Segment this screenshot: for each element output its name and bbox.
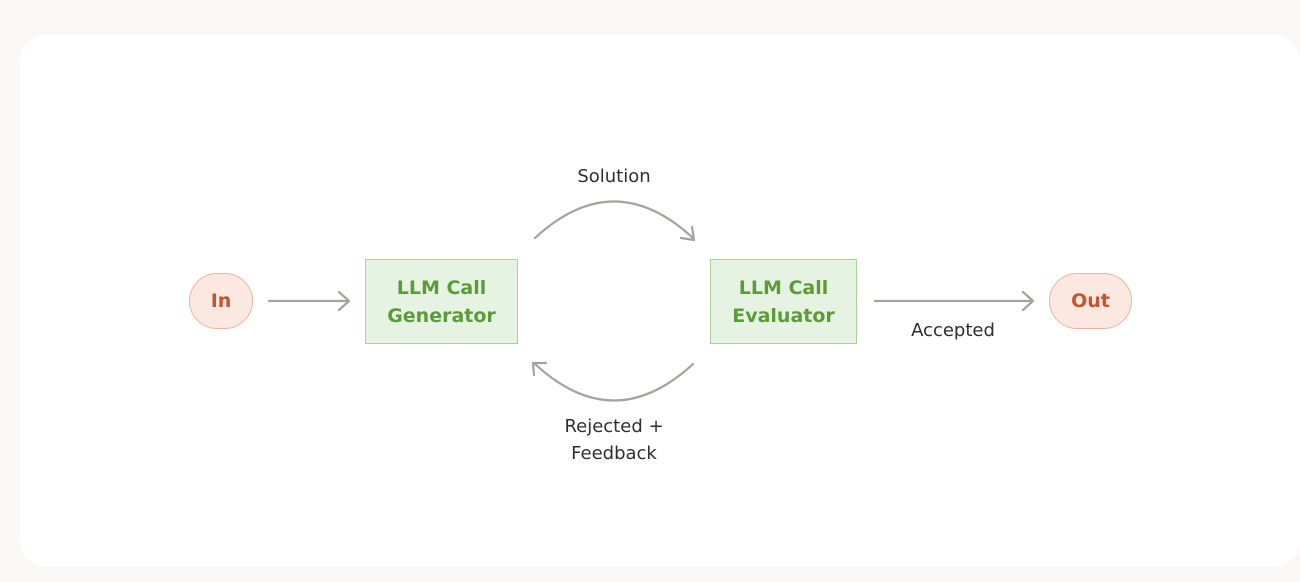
accepted-label: Accepted bbox=[883, 317, 1023, 344]
arrow-rejected-feedback bbox=[531, 361, 695, 402]
solution-label: Solution bbox=[544, 163, 684, 190]
arrow-solution bbox=[533, 200, 696, 242]
rejected-feedback-label: Rejected + Feedback bbox=[524, 413, 704, 467]
evaluator-title: LLM Call bbox=[738, 276, 829, 299]
generator-role: Generator bbox=[387, 304, 496, 327]
generator-node: LLM Call Generator bbox=[365, 259, 518, 344]
output-node-label: Out bbox=[1071, 290, 1110, 312]
rejected-label-line1: Rejected + bbox=[564, 416, 664, 437]
generator-title: LLM Call bbox=[396, 276, 487, 299]
accepted-label-text: Accepted bbox=[911, 320, 995, 341]
input-node: In bbox=[189, 273, 253, 329]
evaluator-node: LLM Call Evaluator bbox=[710, 259, 857, 344]
solution-label-text: Solution bbox=[577, 166, 651, 187]
evaluator-role: Evaluator bbox=[732, 304, 835, 327]
input-node-label: In bbox=[210, 290, 232, 312]
arrow-evaluator-to-out bbox=[873, 290, 1035, 312]
arrow-in-to-generator bbox=[267, 290, 351, 312]
output-node: Out bbox=[1049, 273, 1132, 329]
rejected-label-line2: Feedback bbox=[571, 443, 657, 464]
